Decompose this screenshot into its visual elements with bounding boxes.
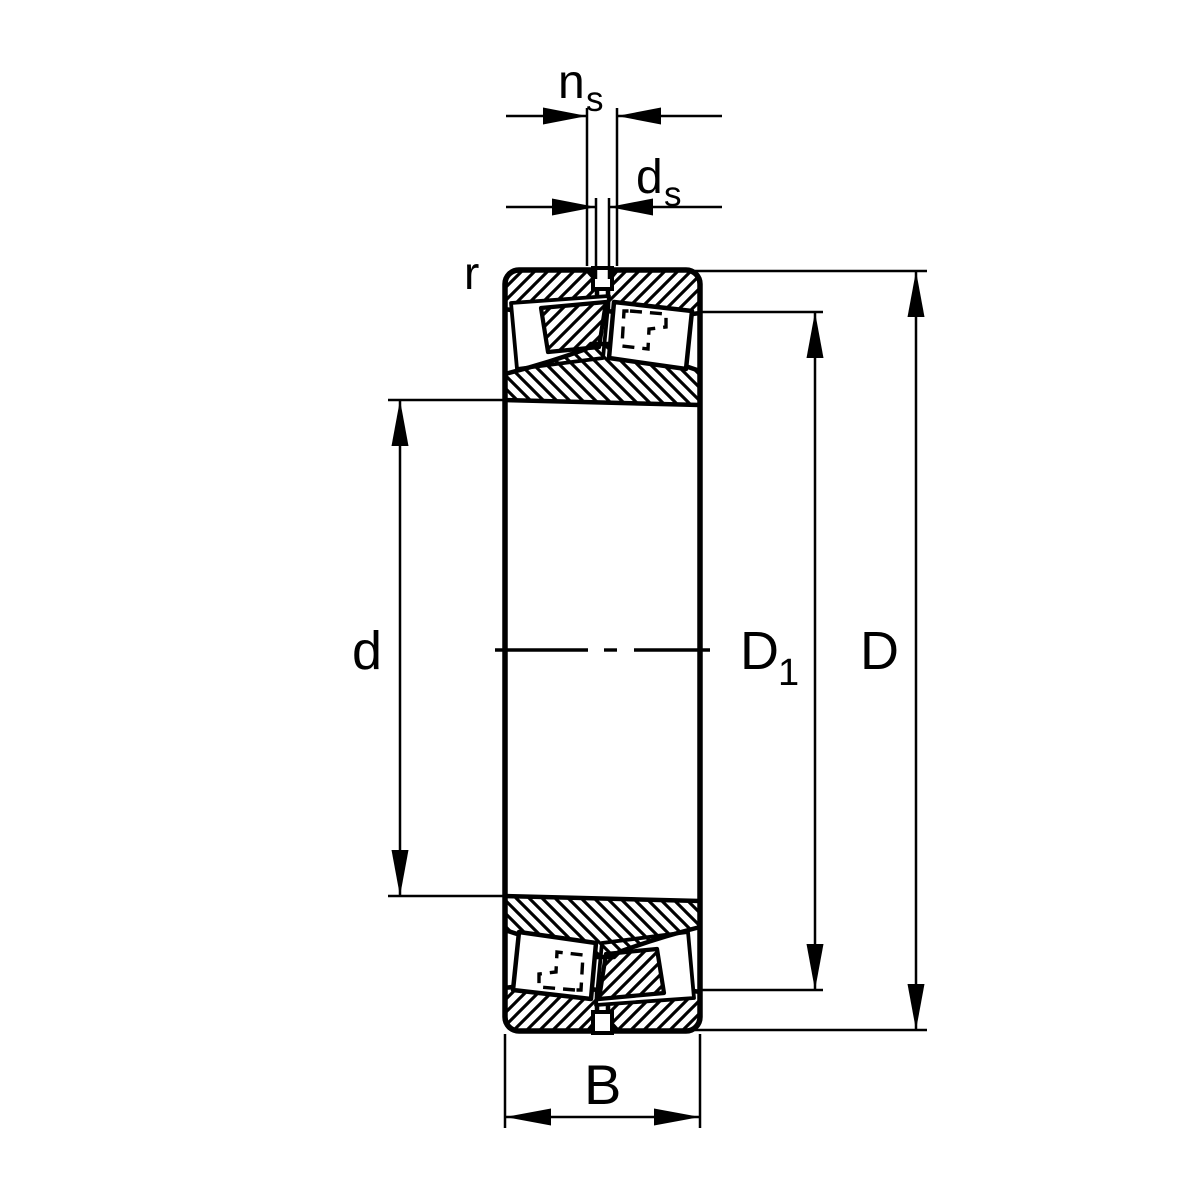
D-arrow-up-icon: [907, 271, 925, 317]
dimension-D: [695, 269, 927, 1032]
dimension-d1: [700, 310, 824, 992]
ds-arrow-right-icon: [552, 198, 596, 216]
dimension-d: [388, 398, 505, 898]
dimension-ns: [506, 107, 722, 266]
label-B: B: [584, 1053, 621, 1116]
top-cross-section: [502, 266, 703, 408]
label-d: d: [352, 621, 382, 681]
label-r: r: [464, 247, 479, 299]
label-d1-sub: 1: [778, 652, 799, 694]
B-arrow-right-icon: [654, 1108, 700, 1126]
label-ds: d: [636, 151, 663, 204]
label-ds-sub: s: [664, 175, 682, 214]
roller-with-pocket: [606, 299, 695, 372]
label-D: D: [860, 621, 899, 681]
d-arrow-down-icon: [391, 850, 409, 896]
cage-pocket-hidden-line: [620, 309, 668, 351]
d-arrow-up-icon: [391, 400, 409, 446]
bearing-cross-section: [495, 266, 710, 1033]
ns-arrow-left-icon: [617, 107, 661, 125]
d1-arrow-up-icon: [806, 312, 824, 358]
dimension-B: [503, 1034, 702, 1128]
D-arrow-down-icon: [907, 984, 925, 1030]
bottom-cross-section: [505, 896, 700, 1033]
ds-arrow-left-icon: [609, 198, 653, 216]
B-arrow-left-icon: [505, 1108, 551, 1126]
dimensioning: [388, 107, 927, 1128]
ns-arrow-right-icon: [543, 107, 587, 125]
lubrication-hole: [591, 266, 614, 291]
dimension-labels: n s d s r d D 1 D B: [352, 56, 899, 1116]
label-ns-sub: s: [586, 80, 604, 119]
d1-arrow-down-icon: [806, 944, 824, 990]
dimension-ds: [506, 198, 722, 279]
label-ns: n: [558, 56, 585, 109]
label-d1: D: [740, 621, 779, 681]
